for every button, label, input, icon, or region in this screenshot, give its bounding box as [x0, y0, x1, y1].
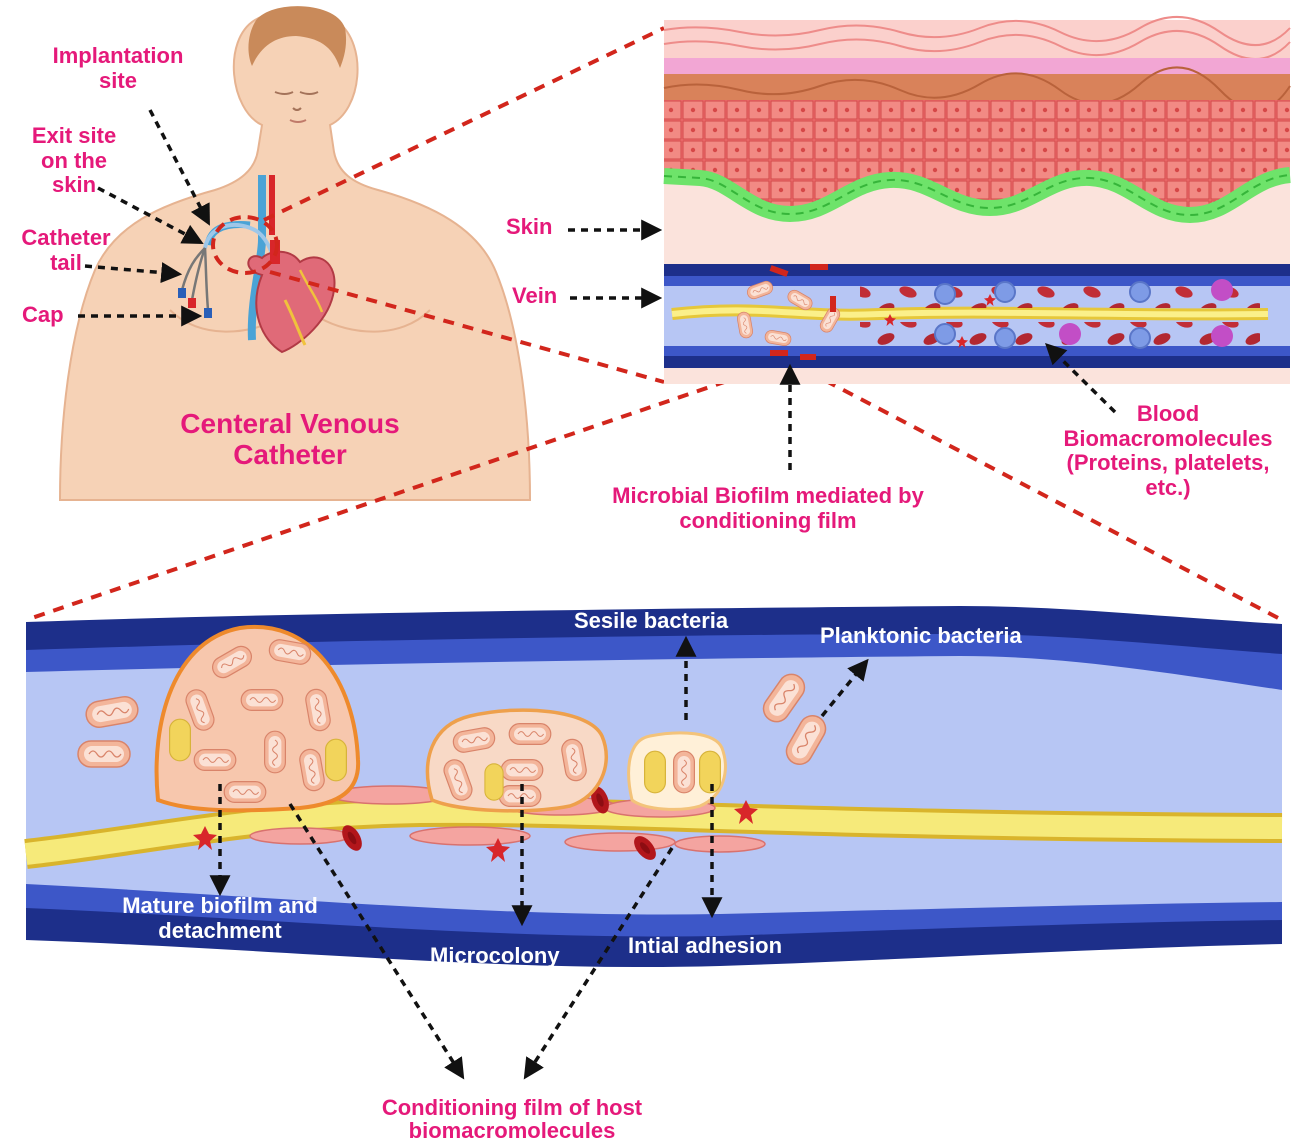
vein-cross-section-icon — [664, 264, 1290, 368]
vein-label: Vein — [512, 284, 557, 309]
microcolony-label: Microcolony — [430, 944, 560, 969]
initial-adhesion-label: Intial adhesion — [628, 934, 782, 959]
sessile-bacteria-label: Sesile bacteria — [574, 609, 728, 634]
cap-label: Cap — [22, 303, 64, 328]
skin-label: Skin — [506, 215, 552, 240]
planktonic-bacteria-label: Planktonic bacteria — [820, 624, 1022, 649]
